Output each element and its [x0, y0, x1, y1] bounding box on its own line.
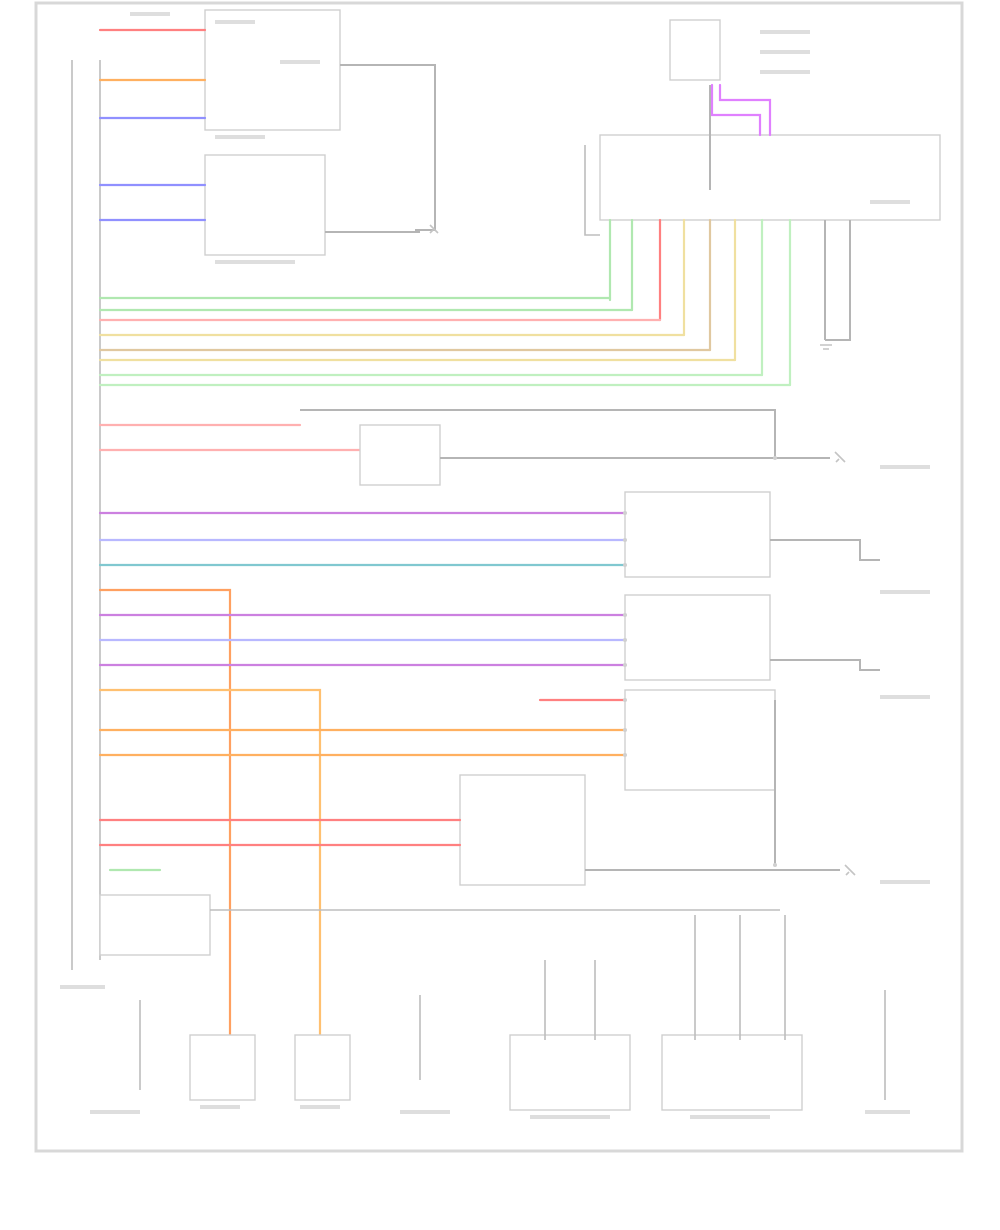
ground-symbol-middle: [834, 451, 846, 463]
left-connector-stack: [99, 894, 211, 956]
motor1-ground-wire: [770, 539, 880, 561]
bottom-box-d: [661, 1034, 803, 1111]
motor2-ground-wire: [770, 659, 880, 671]
module-out-dark-2: [825, 220, 851, 341]
wire-orange-down-1: [98, 588, 232, 1042]
feed-lines-bottom: [210, 909, 786, 1040]
diagram-frame: [34, 1, 964, 1153]
relay-box-top: [204, 9, 341, 131]
bottom-box-c: [509, 1034, 631, 1111]
ground-symbol-module: [820, 344, 832, 350]
wire-magenta-a: [710, 83, 762, 137]
ghost-labels: [60, 12, 930, 1119]
relay-to-ground-wire: [340, 64, 436, 231]
ground-symbol-lower: [844, 864, 856, 876]
motor-box-3: [624, 689, 776, 791]
connector-pins: [623, 456, 777, 867]
relay-box-second: [204, 154, 326, 256]
bottom-box-b: [294, 1034, 351, 1101]
ground-symbol-top: [429, 224, 439, 234]
middle-switch-out: [300, 409, 830, 459]
switch-box-lower: [459, 774, 586, 886]
control-module-box: [599, 134, 941, 221]
wire-magenta-b: [718, 83, 772, 137]
wire-orange-down-2: [98, 688, 322, 1042]
motor-box-2: [624, 594, 771, 681]
module-left-wire: [584, 145, 600, 236]
motor-box-1: [624, 491, 771, 578]
bottom-box-a: [189, 1034, 256, 1101]
top-right-connector-box: [669, 19, 721, 81]
switch-box-middle: [359, 424, 441, 486]
